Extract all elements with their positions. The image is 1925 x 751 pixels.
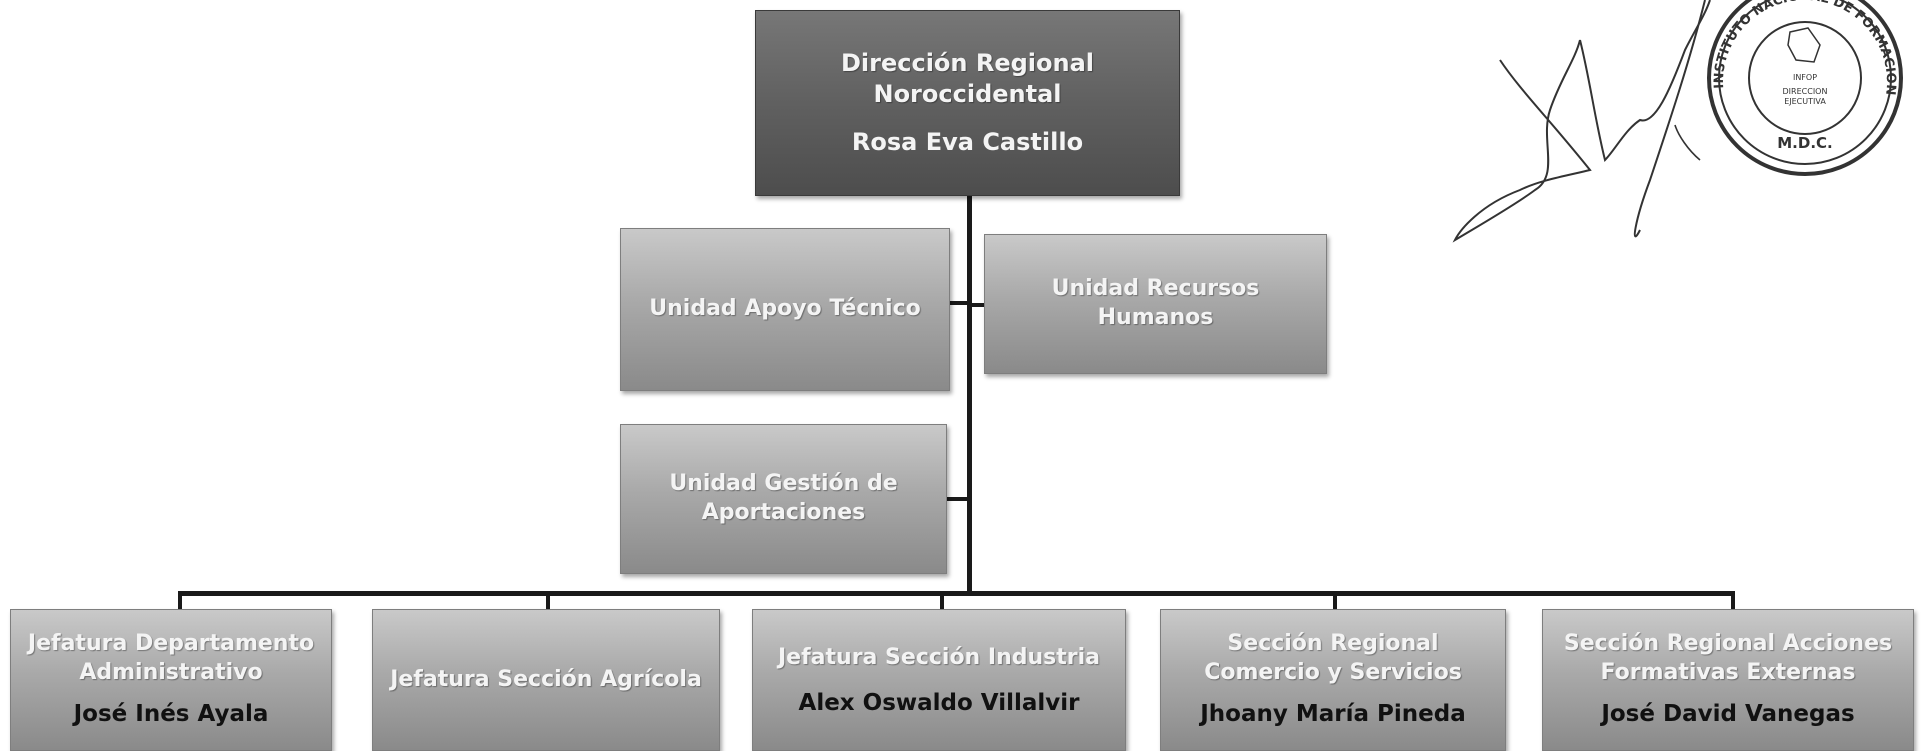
unit-title: Unidad Recursos Humanos	[1051, 276, 1260, 330]
connector-bus	[178, 591, 1735, 596]
dept-head-name: José David Vanegas	[1601, 700, 1855, 727]
dept-box-industria: Jefatura Sección Industria Alex Oswaldo …	[752, 609, 1126, 751]
dept-box-comercio-servicios: Sección Regional Comercio y Servicios Jh…	[1160, 609, 1506, 751]
unit-box-recursos-humanos: Unidad Recursos Humanos	[984, 234, 1327, 374]
org-root-box: Dirección Regional Noroccidental Rosa Ev…	[755, 10, 1180, 196]
dept-title: Sección Regional Comercio y Servicios	[1204, 631, 1462, 686]
unit-title: Unidad Gestión de Aportaciones	[669, 471, 898, 525]
root-title: Dirección Regional Noroccidental	[840, 49, 1095, 109]
dept-title: Jefatura Departamento Administrativo	[27, 631, 315, 686]
dept-box-agricola: Jefatura Sección Agrícola	[372, 609, 720, 751]
official-seal-stamp: INSTITUTO NACIONAL DE FORMACION PROFESIO…	[1690, 0, 1903, 176]
dept-head-name: Alex Oswaldo Villalvir	[798, 689, 1080, 716]
connector-drop-3	[940, 591, 944, 609]
dept-title: Jefatura Sección Industria	[778, 645, 1100, 670]
dept-box-acciones-formativas: Sección Regional Acciones Formativas Ext…	[1542, 609, 1914, 751]
dept-head-name: Jhoany María Pineda	[1200, 700, 1466, 727]
dept-head-name: José Inés Ayala	[73, 700, 269, 727]
dept-title: Sección Regional Acciones Formativas Ext…	[1563, 631, 1893, 686]
svg-text:EJECUTIVA: EJECUTIVA	[1784, 97, 1826, 106]
svg-text:INFOP: INFOP	[1793, 73, 1817, 82]
root-name: Rosa Eva Castillo	[851, 127, 1084, 156]
connector-unit-apoyo	[949, 301, 969, 305]
handwritten-signature	[1452, 0, 1711, 243]
connector-trunk	[967, 190, 972, 594]
svg-text:M.D.C.: M.D.C.	[1777, 134, 1832, 152]
connector-drop-2	[546, 591, 550, 609]
svg-text:DIRECCION: DIRECCION	[1783, 87, 1828, 96]
dept-title: Jefatura Sección Agrícola	[390, 666, 702, 692]
connector-drop-1	[178, 591, 182, 609]
unit-box-apoyo-tecnico: Unidad Apoyo Técnico	[620, 228, 950, 391]
connector-unit-aportaciones	[947, 497, 969, 501]
unit-title: Unidad Apoyo Técnico	[649, 296, 921, 322]
dept-box-administrativo: Jefatura Departamento Administrativo Jos…	[10, 609, 332, 751]
connector-drop-4	[1333, 591, 1337, 609]
unit-box-gestion-aportaciones: Unidad Gestión de Aportaciones	[620, 424, 947, 574]
connector-drop-5	[1731, 591, 1735, 609]
connector-unit-recursos	[971, 303, 986, 307]
